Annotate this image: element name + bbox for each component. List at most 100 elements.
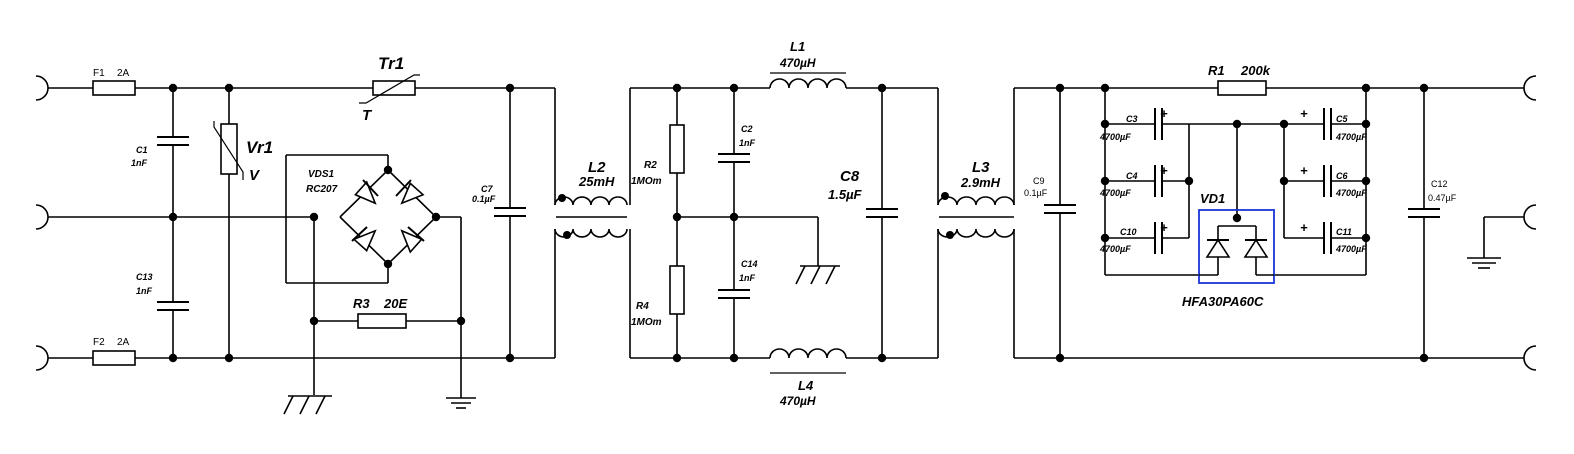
choke-l2: L2 25mH: [554, 159, 628, 239]
c1-ref: C1: [136, 145, 148, 155]
output-terminals: [1523, 75, 1537, 371]
inductor-l4: L4 470µH: [769, 348, 847, 408]
c13-value: 1nF: [136, 286, 153, 296]
inductor-l1: L1 470µH: [769, 39, 847, 89]
resistor-r3: R3 20E: [353, 296, 407, 329]
c9-ref: C9: [1033, 176, 1045, 186]
junctions-s1: [168, 83, 515, 363]
l3-ref: L3: [972, 159, 990, 176]
vd1-part: HFA30PA60C: [1182, 294, 1264, 309]
thermistor-tr1: Tr1 T: [359, 54, 420, 124]
capacitor-c4: + C4 4700µF: [1099, 163, 1168, 198]
r3-value: 20E: [383, 296, 407, 311]
r2-ref: R2: [644, 160, 657, 171]
vd1-ref: VD1: [1200, 191, 1225, 206]
c9-value: 0.1µF: [1024, 188, 1048, 198]
c10-ref: C10: [1120, 227, 1137, 237]
c12-value: 0.47µF: [1428, 193, 1457, 203]
l1-value: 470µH: [779, 56, 816, 70]
capacitor-c14: C14 1nF: [718, 259, 758, 299]
c2-value: 1nF: [739, 138, 756, 148]
c14-ref: C14: [741, 259, 758, 269]
capacitor-c6: + C6 4700µF: [1300, 163, 1367, 198]
c4-polarity: +: [1160, 163, 1168, 178]
fuse-f2: F2 2A: [92, 337, 136, 366]
c3-value: 4700µF: [1099, 132, 1131, 142]
c5-polarity: +: [1300, 106, 1308, 121]
c4-value: 4700µF: [1099, 188, 1131, 198]
c12-ref: C12: [1431, 179, 1448, 189]
r2-value: 1MOm: [631, 176, 662, 187]
resistor-r2: R2 1MOm: [631, 124, 685, 187]
c10-value: 4700µF: [1099, 244, 1131, 254]
l4-value: 470µH: [779, 394, 816, 408]
r4-ref: R4: [636, 301, 649, 312]
tr1-param: T: [362, 107, 373, 124]
vr1-ref: Vr1: [246, 138, 273, 157]
c2-ref: C2: [741, 124, 753, 134]
c1-value: 1nF: [131, 158, 148, 168]
c7-value: 0.1µF: [472, 194, 496, 204]
junctions-s3: [1055, 83, 1429, 363]
capacitor-c2: C2 1nF: [718, 124, 756, 163]
l2-ref: L2: [588, 159, 606, 176]
capacitor-c9: C9 0.1µF: [1024, 176, 1076, 214]
c13-ref: C13: [136, 272, 153, 282]
capacitor-c3: + C3 4700µF: [1099, 106, 1168, 142]
c7-ref: C7: [481, 184, 493, 194]
capacitor-c11: + C11 4700µF: [1300, 220, 1367, 254]
vds1-ref: VDS1: [308, 169, 335, 180]
c11-polarity: +: [1300, 220, 1308, 235]
input-terminals: [35, 75, 49, 371]
l3-value: 2.9mH: [960, 175, 1001, 190]
bridge-rectifier-vds1: VDS1 RC207: [306, 168, 438, 266]
r3-ref: R3: [353, 296, 370, 311]
r4-value: 1MOm: [631, 317, 662, 328]
c4-ref: C4: [1126, 171, 1138, 181]
capacitor-c7: C7 0.1µF: [472, 184, 526, 217]
c6-ref: C6: [1336, 171, 1348, 181]
section1-wires: [48, 87, 556, 398]
junctions-s2: [672, 83, 887, 363]
c5-value: 4700µF: [1335, 132, 1367, 142]
varistor-vr1: Vr1 V: [213, 121, 273, 184]
capacitor-c8: C8 1.5µF: [828, 168, 898, 218]
fuse-f1: F1 2A: [92, 68, 136, 96]
c8-ref: C8: [840, 168, 860, 185]
c11-ref: C11: [1336, 227, 1352, 237]
ground-icon: [1467, 257, 1501, 269]
tr1-ref: Tr1: [378, 54, 404, 73]
c5-ref: C5: [1336, 114, 1348, 124]
choke-l3: L3 2.9mH: [937, 159, 1015, 239]
r1-value: 200k: [1240, 63, 1271, 78]
diode-vd1: VD1 HFA30PA60C: [1182, 191, 1275, 309]
fuse-f2-value: 2A: [117, 337, 130, 348]
capacitor-c5: + C5 4700µF: [1300, 106, 1367, 142]
section3-wires: [1013, 87, 1524, 359]
chassis-ground-icon: [283, 395, 332, 415]
capacitor-c13: C13 1nF: [136, 272, 189, 311]
c11-value: 4700µF: [1335, 244, 1367, 254]
fuse-f1-value: 2A: [117, 68, 130, 79]
l2-value: 25mH: [578, 174, 615, 189]
ground-icon: [446, 397, 476, 409]
c14-value: 1nF: [739, 273, 756, 283]
c10-polarity: +: [1160, 220, 1168, 235]
l1-ref: L1: [790, 39, 805, 54]
vr1-param: V: [249, 167, 261, 184]
resistor-r4: R4 1MOm: [631, 265, 685, 328]
l4-ref: L4: [798, 378, 814, 393]
capacitor-c10: + C10 4700µF: [1099, 220, 1168, 254]
c6-polarity: +: [1300, 163, 1308, 178]
capacitor-c12: C12 0.47µF: [1408, 179, 1457, 218]
r1-ref: R1: [1208, 63, 1225, 78]
fuse-f2-ref: F2: [93, 337, 105, 348]
chassis-ground-icon: [795, 265, 840, 285]
vds1-part: RC207: [306, 184, 338, 195]
c3-polarity: +: [1160, 106, 1168, 121]
resistor-r1: R1 200k: [1208, 63, 1271, 96]
c6-value: 4700µF: [1335, 188, 1367, 198]
capacitor-c1: C1 1nF: [131, 136, 189, 168]
c8-value: 1.5µF: [828, 187, 863, 202]
